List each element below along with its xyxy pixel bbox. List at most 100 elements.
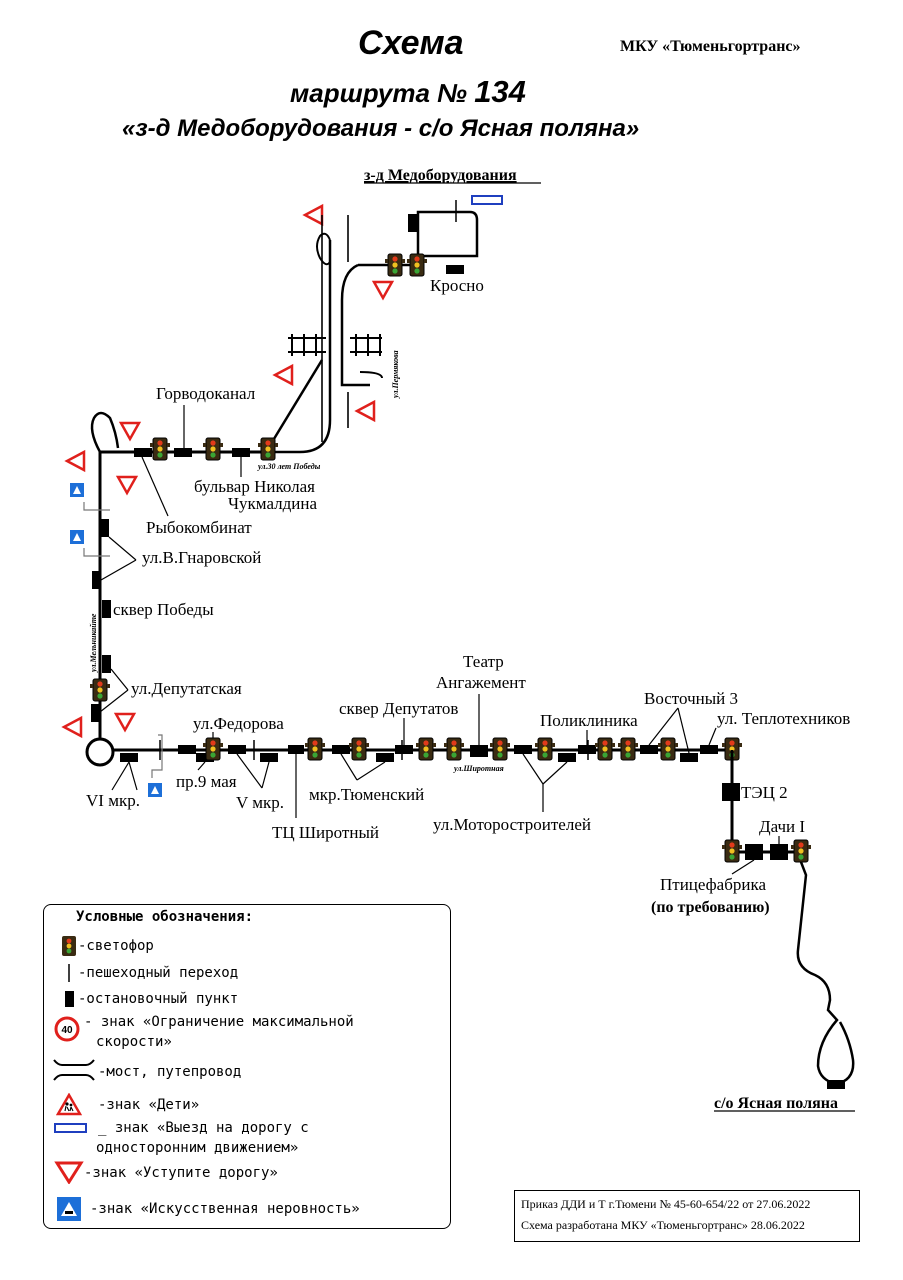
stop-label-teatr-1: Театр [463,652,504,671]
traffic-light-icon [89,678,111,702]
bus-stop [470,745,488,757]
bridge-icon [288,334,382,356]
speed-bump-icon [70,483,84,497]
street-melnikaite: ул.Мельникайте [89,613,98,673]
street-30-let-pobedy: ул.30 лет Победы [257,462,321,471]
bus-stop [408,214,417,232]
bus-stop [228,745,246,754]
stop-label-krosno: Кросно [430,276,484,295]
crosswalk-icon [159,740,589,760]
traffic-light-icon [657,737,679,761]
legend-label: - знак «Ограничение максимальной [84,1014,354,1030]
order-line-2: Схема разработана МКУ «Тюменьгортранс» 2… [521,1218,805,1232]
yield-sign-icon [65,450,86,472]
bus-stop [640,745,658,754]
stop-label-rybokombinat: Рыбокомбинат [146,518,252,537]
stop-label-gorvodokanal: Горводоканал [156,384,256,403]
street-shirotnaya: ул.Широтная [453,764,504,773]
traffic-light-icon [406,253,428,277]
stop-label-gnarovskoy: ул.В.Гнаровской [142,548,261,567]
bus-stop [102,600,111,618]
traffic-light-icon [384,253,406,277]
traffic-light-icon [202,437,224,461]
bus-stop [745,844,763,860]
bus-stop [174,448,192,457]
legend: Условные обозначения: -светофор -пешеход… [43,904,451,1229]
bus-stop [722,783,740,801]
route-endpoints: «з-д Медоборудования - с/о Ясная поляна» [122,115,640,142]
stop-label-motorostroiteley: ул.Моторостроителей [433,815,591,834]
order-box: Приказ ДДИ и Т г.Тюмени № 45-60-654/22 о… [514,1190,860,1242]
bus-stop [196,753,214,762]
traffic-light-icon [257,437,279,461]
oneway-sign-icon [471,195,503,205]
oneway-sign-icon [54,1123,87,1133]
stop-label-dachi1: Дачи I [759,817,805,836]
legend-label: -знак «Искусственная неровность» [90,1201,360,1217]
bus-stop [446,265,464,274]
stop-label-poliklinika: Поликлиника [540,711,638,730]
yield-sign-icon [116,475,138,495]
stop-label-fedorova: ул.Федорова [193,714,284,733]
traffic-light-icon [534,737,556,761]
bus-stop [395,745,413,754]
yield-sign-icon [114,712,136,732]
traffic-light-icon [149,437,171,461]
stop-label-tc-shirotny: ТЦ Широтный [272,823,379,842]
stop-label-mkr-tyumensky: мкр.Тюменский [309,785,424,804]
legend-label: -знак «Дети» [98,1097,200,1113]
yield-sign-icon [62,716,83,738]
stop-label-v-mkr: V мкр. [236,793,284,812]
traffic-light-icon [202,737,224,761]
traffic-light-icon [594,737,616,761]
depot-loop [416,210,479,258]
terminal-end-label: с/о Ясная поляна [714,1095,838,1112]
bus-stop [376,753,394,762]
yield-sign-icon [54,1161,84,1184]
speed-bump-icon [70,530,84,544]
bus-stop [332,745,350,754]
traffic-light-icon [721,839,743,863]
legend-label: _ знак «Выезд на дорогу с [98,1120,309,1136]
street-permyakova: ул.Пермякова [391,350,400,399]
stop-label-bulvar-1: бульвар Николая [194,477,315,496]
bus-stop [680,753,698,762]
traffic-light-icon [304,737,326,761]
bus-stop [260,753,278,762]
bus-stop [120,753,138,762]
traffic-light-icon [489,737,511,761]
speed-bump-icon [148,783,162,797]
bus-stop [232,448,250,457]
order-line-1: Приказ ДДИ и Т г.Тюмени № 45-60-654/22 о… [521,1197,811,1211]
scheme-title: Схема [358,24,464,62]
legend-label: -пешеходный переход [78,965,239,981]
stop-label-skver-pobedy: сквер Победы [113,600,214,619]
legend-label-cont: скорости» [96,1034,172,1050]
route-number: 134 [474,74,526,109]
yield-sign-icon [119,421,141,441]
legend-title: Условные обозначения: [76,909,254,925]
traffic-light-icon [348,737,370,761]
stop-label-tec2: ТЭЦ 2 [741,783,788,802]
bus-stop [92,571,101,589]
stop-label-deputatskaya: ул.Депутатская [131,679,242,698]
traffic-light-icon [790,839,812,863]
bus-stop [827,1080,845,1089]
stop-label-skver-deputatov: сквер Депутатов [339,699,458,718]
bus-stop [91,704,100,722]
bus-stop [178,745,196,754]
route-title: маршрута № 134 [290,74,526,110]
bus-stop [100,519,109,537]
bus-stop [134,448,152,457]
bus-stop [102,655,111,673]
traffic-light-icon [415,737,437,761]
children-sign-icon [56,1093,82,1116]
legend-label: -мост, путепровод [98,1064,242,1080]
bus-stop [770,844,788,860]
terminal-start-label: з-д Медоборудования [364,167,517,184]
bus-stop-icon [65,991,74,1007]
legend-label: -знак «Уступите дорогу» [84,1165,278,1181]
legend-label-cont: односторонним движением» [96,1140,299,1156]
stop-label-po-trebovaniyu: (по требованию) [651,899,770,916]
